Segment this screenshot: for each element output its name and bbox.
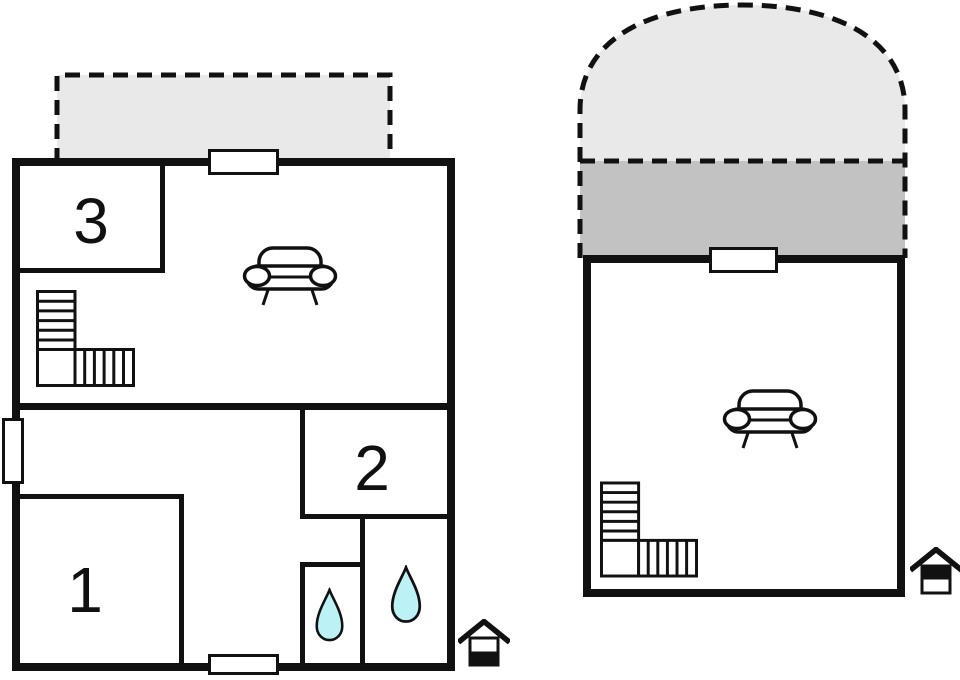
stairs-icon [600,481,698,578]
room-2-walls [300,410,447,519]
door-left [2,418,24,484]
room-3-walls [20,166,165,273]
door-top [208,149,279,175]
room-label-2: 2 [354,432,390,504]
room-1-walls [20,494,184,663]
room-label-1: 1 [67,554,103,626]
dividing-wall [20,403,447,410]
wc-walls [300,562,360,663]
room-label-3: 3 [73,185,109,257]
ground-floor-outer-walls [12,158,455,671]
house-upper-floor-icon [910,547,960,597]
bathroom-wall [360,519,365,663]
sofa-icon [722,388,818,450]
terrace-outline [54,72,393,163]
balcony-outline [577,2,908,258]
door-balcony [709,247,778,273]
door-bottom [208,654,279,675]
